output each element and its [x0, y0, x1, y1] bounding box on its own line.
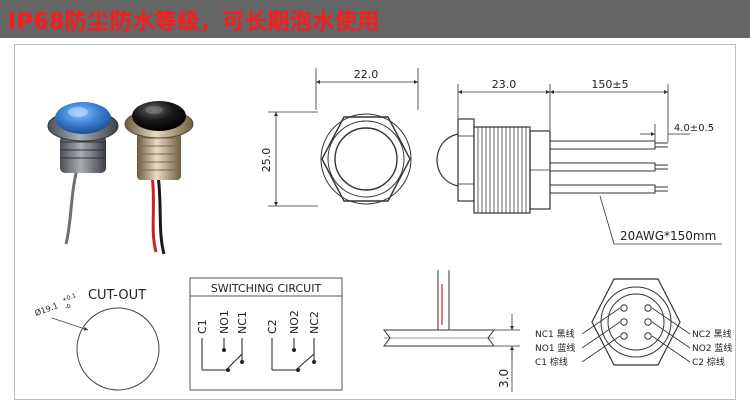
pin-label-nc1: NC1 黑线	[535, 328, 575, 340]
cutout-title: CUT-OUT	[88, 288, 146, 303]
circuit-pin-nc2: NC2	[308, 311, 321, 334]
blue-switch-photo	[47, 102, 119, 245]
switching-circuit-box	[189, 277, 343, 391]
panel-thickness-drawing	[383, 270, 520, 392]
front-width-label: 22.0	[354, 68, 379, 81]
cutout-tolerance-lower: -0	[64, 303, 72, 312]
circuit-group-2: C2 NO2 NC2	[266, 310, 321, 372]
rear-pin-view	[581, 278, 691, 366]
pin-label-no2: NO2 蓝线	[692, 342, 732, 354]
cutout-drawing	[51, 307, 160, 391]
panel-thickness-label: 3.0	[497, 369, 511, 388]
strip-length-label: 4.0±0.5	[674, 123, 714, 134]
wire-gauge-label: 20AWG*150mm	[620, 229, 716, 243]
pin-label-c2: C2 棕线	[692, 356, 725, 368]
cutout-tolerance-upper: +0.1	[61, 292, 77, 304]
cutout-diameter-label: Ø19.1	[33, 300, 59, 318]
black-switch-photo	[124, 101, 194, 255]
circuit-group-1: C1 NO1 NC1	[196, 310, 249, 372]
cutout-diameter-group: Ø19.1 +0.1 -0	[33, 292, 77, 318]
switching-circuit-title: SWITCHING CIRCUIT	[211, 282, 322, 295]
side-view-drawing	[436, 84, 722, 245]
circuit-pin-no1: NO1	[218, 310, 231, 334]
title-banner: IP68防尘防水等级，可长期泡水使用	[0, 0, 750, 38]
circuit-pin-nc1: NC1	[236, 311, 249, 334]
circuit-pin-no2: NO2	[288, 310, 301, 334]
content-frame	[14, 44, 736, 400]
pin-label-no1: NO1 蓝线	[535, 342, 575, 354]
circuit-pin-c2: C2	[266, 319, 279, 334]
body-length-label: 23.0	[492, 78, 517, 91]
product-photo	[24, 52, 238, 262]
pin-label-nc2: NC2 黑线	[692, 328, 732, 340]
front-view-drawing	[268, 68, 419, 207]
pin-label-c1: C1 棕线	[535, 356, 568, 368]
banner-title: IP68防尘防水等级，可长期泡水使用	[8, 10, 380, 35]
thread-lines	[477, 127, 527, 213]
circuit-pin-c1: C1	[196, 319, 209, 334]
front-height-label: 25.0	[260, 148, 273, 173]
wire-lines	[549, 140, 668, 194]
wire-length-label: 150±5	[591, 78, 628, 91]
